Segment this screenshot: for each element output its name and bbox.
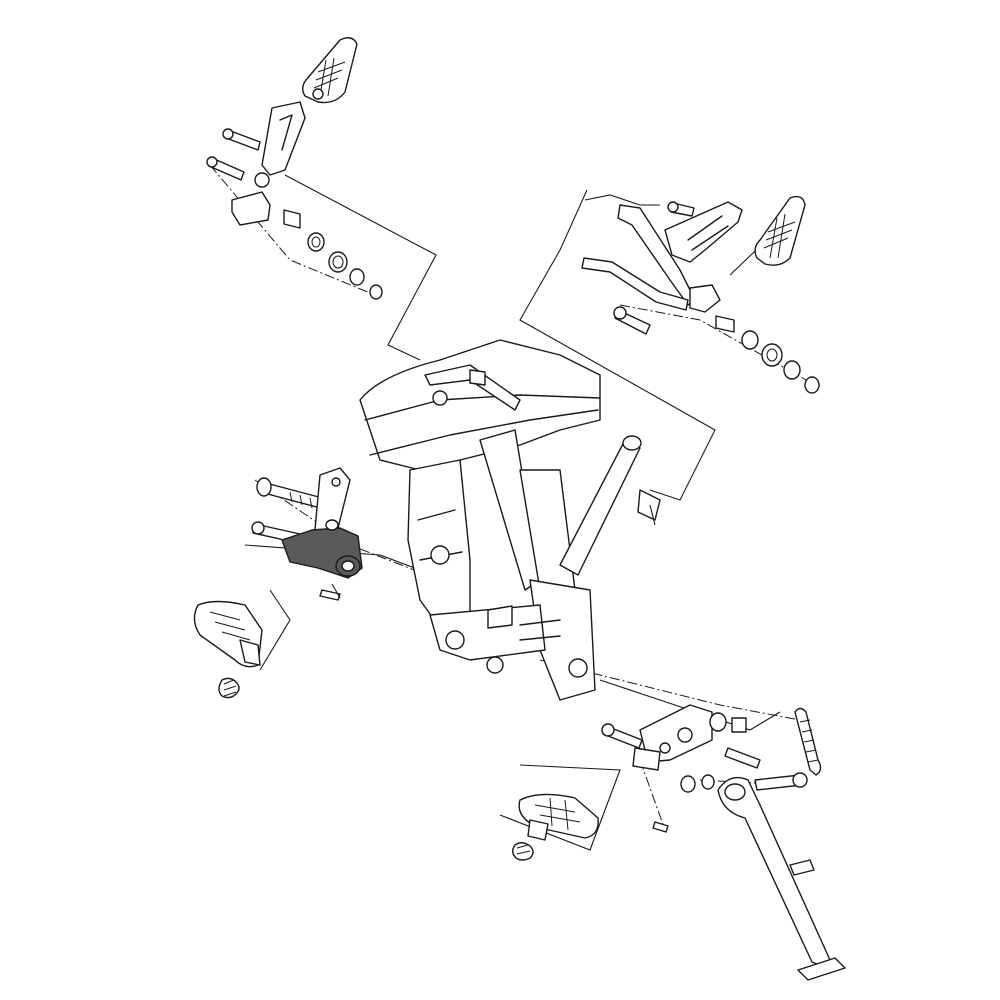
washer: [701, 774, 715, 790]
washer: [783, 360, 801, 380]
spring-washer: [761, 343, 783, 367]
left-footrest-assembly: [193, 467, 363, 699]
bolt: [724, 747, 761, 769]
footpeg-rubber: [754, 195, 806, 266]
motorcycle-frame: [359, 339, 661, 701]
footpeg-bracket: [261, 101, 306, 176]
return-spring: [512, 842, 534, 861]
right-rear-footpeg-assembly: [581, 195, 820, 394]
frame-rear-tube: [559, 439, 641, 576]
washer: [307, 232, 325, 252]
sidestand-assembly: [512, 704, 846, 981]
footpeg-rubber: [302, 37, 358, 104]
detail-lines: [331, 504, 656, 599]
footpeg-bracket: [664, 201, 743, 263]
sidestand: [717, 776, 831, 967]
washer: [349, 268, 365, 286]
nut: [369, 284, 383, 300]
frame-side-plate: [407, 459, 471, 629]
left-rear-footpeg-assembly: [206, 37, 383, 300]
washer: [741, 330, 759, 350]
spring-washer: [328, 251, 348, 273]
heel-guard-bar: [617, 204, 696, 306]
nut: [804, 376, 820, 394]
washer: [680, 775, 696, 793]
